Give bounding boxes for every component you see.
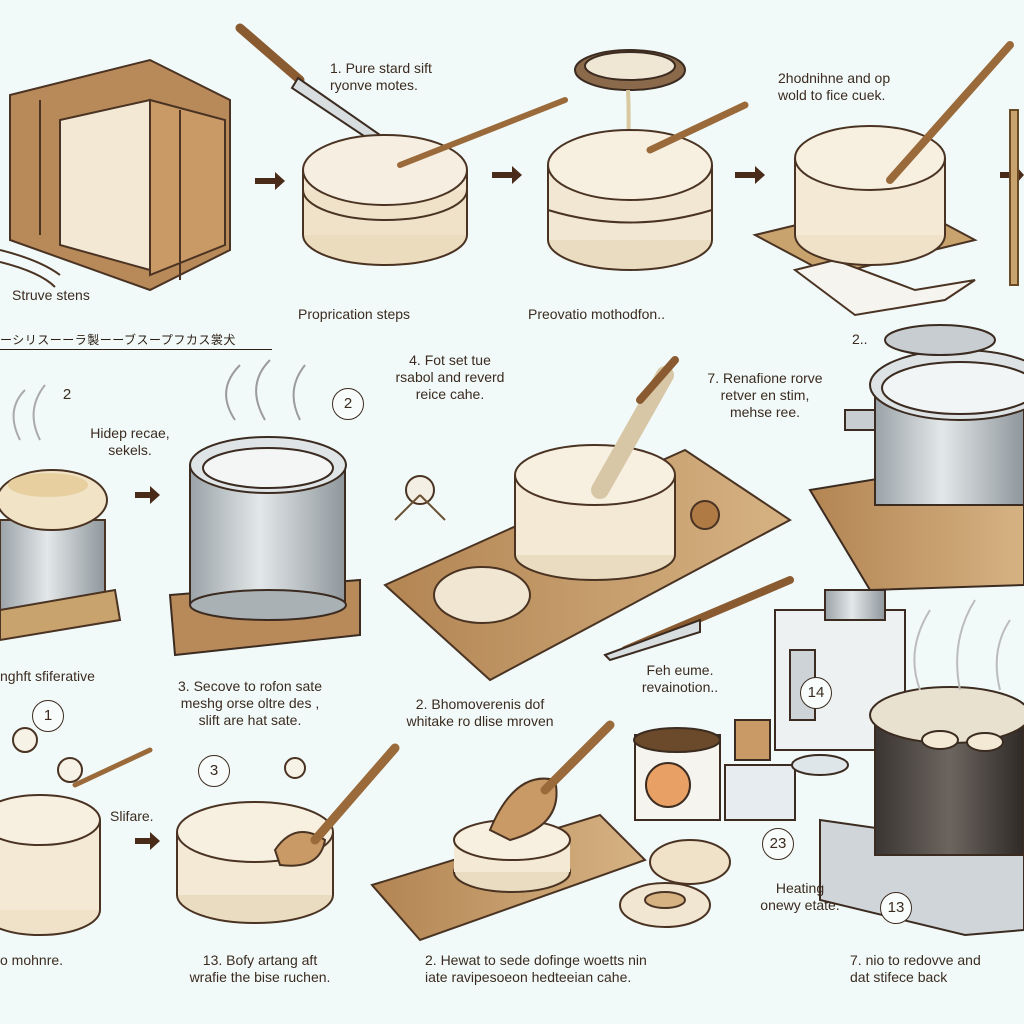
japanese-banner: ーシリスーーラ製ーーブスープフカス裳犬 [0, 331, 272, 350]
arrow-icon-1 [255, 172, 285, 190]
caption-mohnre: o mohnre. [0, 952, 64, 968]
mochi-plain [0, 727, 153, 936]
kettle-and-cups [603, 576, 849, 821]
machine-and-iron-pot [774, 589, 1024, 937]
caption-feh-eume: Feh eume.revainotion.. [641, 662, 719, 695]
step-number-13: 13 [880, 892, 912, 924]
rice-cake-board [752, 41, 1014, 317]
steam-rice-cake [0, 384, 122, 642]
wooden-mold-box [0, 58, 231, 292]
step-number-2a: 2 [62, 386, 72, 403]
caption-struve-steps: Struve stens [12, 287, 90, 303]
stove-pot-right [808, 324, 1024, 592]
caption-hidep: Hidep recae,sekels. [90, 425, 170, 458]
caption-nghft: nghft sfiferative [0, 668, 95, 684]
caption-step-2c: 2. Hewat to sede dofinge woetts nin iate… [425, 952, 647, 985]
caption-step-1: 1. Pure stard sift ryonve motes. [330, 60, 432, 93]
bamboo-stick [1009, 109, 1019, 286]
caption-preovatio: Preovatio mothodfon.. [528, 306, 665, 322]
caption-slifare: Slifare. [110, 808, 154, 824]
caption-step-7b: 7. nio to redovve and dat stifece back [850, 952, 981, 985]
rice-cake-sliced [302, 97, 568, 266]
step-number-23: 23 [762, 828, 794, 860]
step-number-1: 1 [32, 700, 64, 732]
step-number-3: 3 [198, 755, 230, 787]
mochi-scoop [176, 743, 400, 924]
steel-pot-1 [168, 359, 361, 657]
board-rice-cake-flower [383, 356, 792, 682]
board-mochi-spoon [370, 720, 731, 942]
rice-cake-syrup [547, 101, 749, 271]
caption-proprication-steps: Proprication steps [298, 306, 411, 322]
arrow-icon-3 [135, 486, 160, 850]
step-number-14: 14 [800, 677, 832, 709]
caption-2-ellipsis: 2.. [852, 331, 868, 347]
step-number-2b: 2 [332, 388, 364, 420]
